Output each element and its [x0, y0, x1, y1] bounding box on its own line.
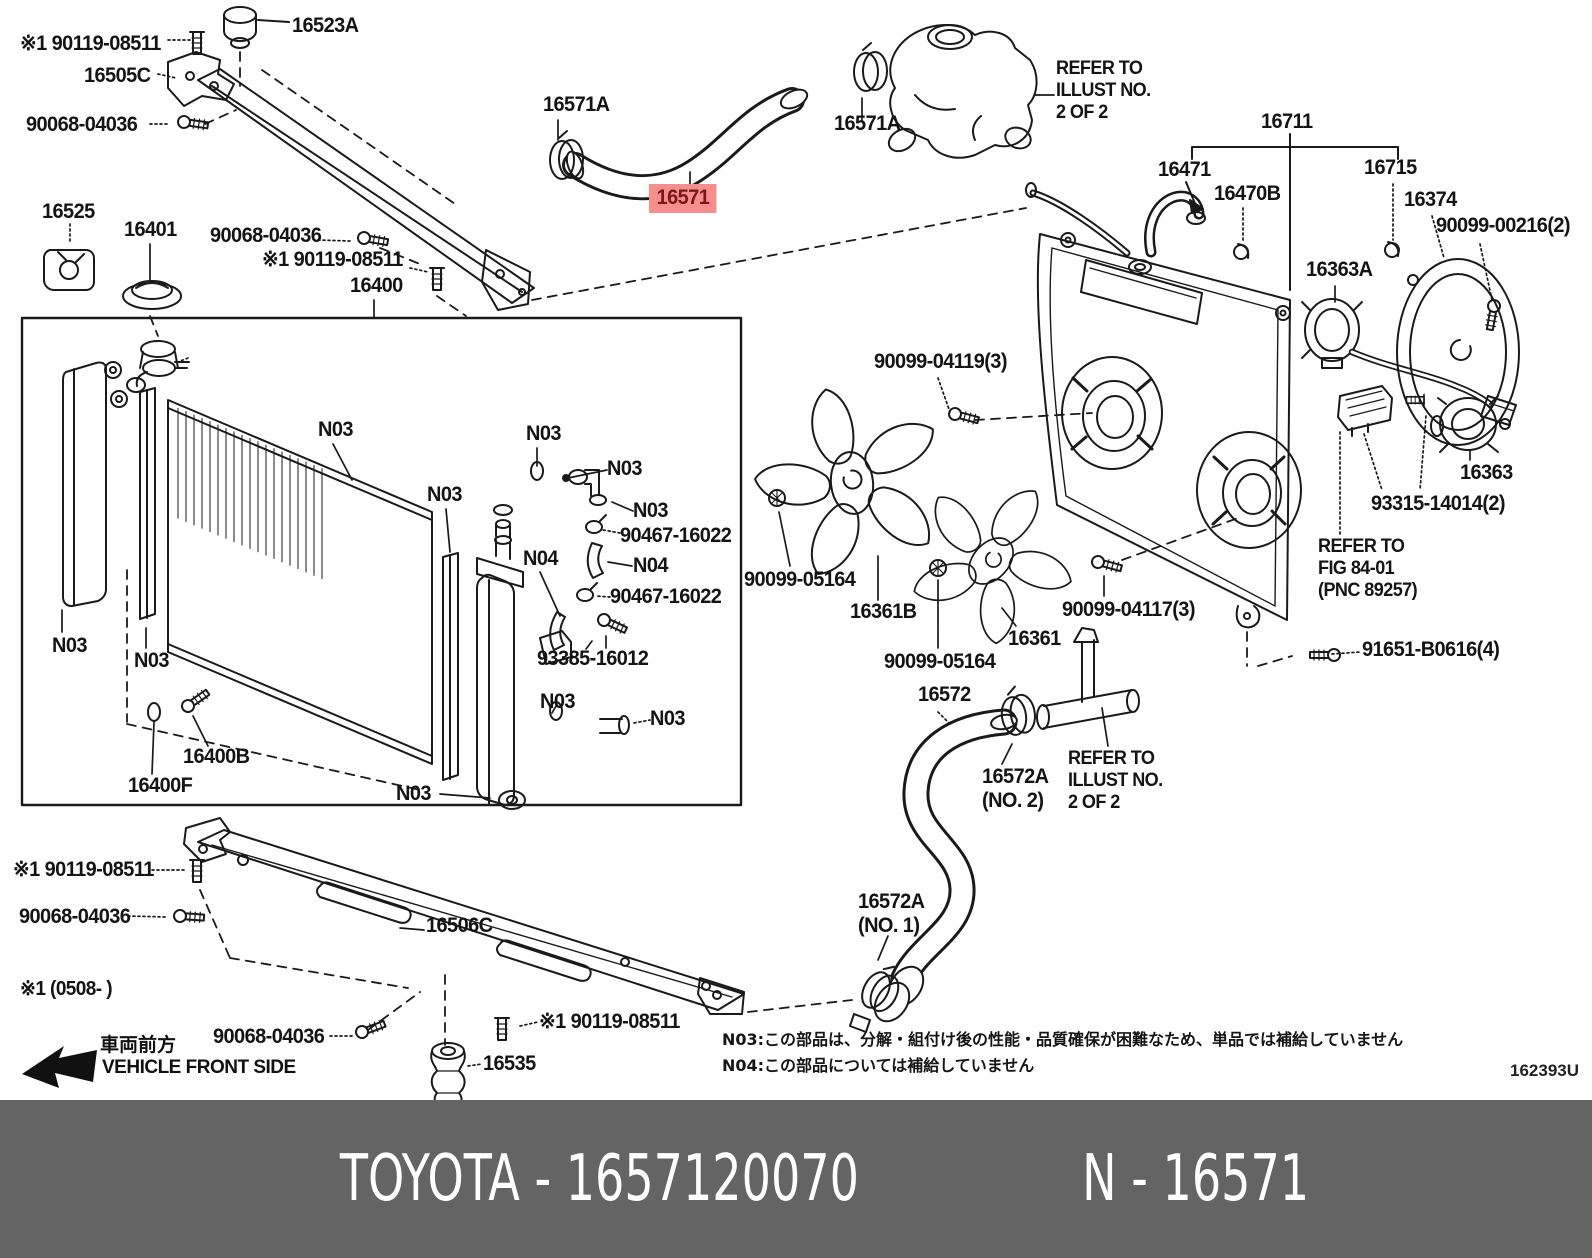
- assembly-dashed-lines: [126, 51, 1293, 1046]
- note-label-refer-mid: REFER TO ILLUST NO. 2 OF 2: [1068, 748, 1163, 814]
- vehicle-front-arrow: [22, 1046, 97, 1088]
- part-label-16374[interactable]: 16374: [1404, 188, 1457, 211]
- note-label-n03-bottom: N03: [396, 782, 431, 805]
- note-label-n03-elbow-b: N03: [633, 499, 668, 522]
- reserve-tank-drawing: [1080, 259, 1203, 325]
- bumper-16535-drawing: [430, 1042, 466, 1100]
- part-label-93385-16012[interactable]: 93385-16012: [537, 647, 649, 670]
- part-label-90099-04117[interactable]: 90099-04117(3): [1062, 598, 1195, 621]
- part-label-90119-08511-a[interactable]: ※1 90119-08511: [20, 32, 161, 55]
- radiator-drawing: [62, 340, 630, 810]
- fan-shroud-drawing: [1025, 133, 1400, 629]
- water-outlet-drawing: [887, 24, 1038, 159]
- part-label-90099-00216[interactable]: 90099-00216(2): [1436, 214, 1571, 237]
- note-label-n03-seal-b: N03: [427, 483, 462, 506]
- part-label-16471[interactable]: 16471: [1158, 158, 1211, 181]
- part-label-16505c[interactable]: 16505C: [84, 64, 151, 87]
- vehicle-front-label-jp: 車両前方: [100, 1034, 177, 1056]
- note-n03: N03:この部品は、分解・組付け後の性能・品質確保が困難なため、単品では補給して…: [722, 1030, 1404, 1049]
- part-label-16571a-right[interactable]: 16571A: [834, 112, 901, 135]
- part-label-90119-08511-d[interactable]: ※1 90119-08511: [539, 1010, 680, 1033]
- footer-reference-number: N - 16571: [1081, 1142, 1309, 1216]
- fan-motors-drawing: [1301, 258, 1520, 453]
- part-label-90068-04036-c[interactable]: 90068-04036: [19, 905, 131, 928]
- upper-hose-drawing: [549, 24, 1038, 201]
- part-label-90119-08511-c[interactable]: ※1 90119-08511: [13, 858, 154, 881]
- part-label-16571a-left[interactable]: 16571A: [543, 93, 610, 116]
- note-label-n03-tank: N03: [52, 634, 87, 657]
- note-label-n03-core: N03: [318, 418, 353, 441]
- part-label-16363[interactable]: 16363: [1460, 461, 1513, 484]
- vehicle-front-label-en: VEHICLE FRONT SIDE: [102, 1057, 296, 1078]
- part-label-93315-14014[interactable]: 93315-14014(2): [1371, 492, 1506, 515]
- note-label-n03-elbow-a: N03: [607, 457, 642, 480]
- part-label-90099-04119[interactable]: 90099-04119(3): [874, 350, 1007, 373]
- note-label-n04-b: N04: [633, 554, 668, 577]
- part-label-16715[interactable]: 16715: [1364, 156, 1417, 179]
- clamp-16525-drawing: [43, 249, 95, 291]
- part-label-90068-04036-d[interactable]: 90068-04036: [213, 1025, 325, 1048]
- footer-banner: TOYOTA - 1657120070 N - 16571: [0, 1100, 1592, 1258]
- note-label-refer-fig: REFER TO FIG 84-01 (PNC 89257): [1318, 536, 1418, 602]
- part-label-90068-04036-b[interactable]: 90068-04036: [210, 224, 322, 247]
- fan-16361b-drawing: [754, 383, 945, 583]
- part-label-16506c[interactable]: 16506C: [426, 914, 493, 937]
- part-label-16572a-2[interactable]: 16572A (NO. 2): [982, 765, 1049, 812]
- cap-16401-drawing: [122, 280, 182, 310]
- part-label-16535[interactable]: 16535: [483, 1052, 536, 1075]
- radiator-assembly-box: [20, 316, 743, 807]
- note-label-n03-spigot: N03: [650, 707, 685, 730]
- part-label-16400b[interactable]: 16400B: [183, 745, 250, 768]
- part-label-16400f[interactable]: 16400F: [128, 774, 193, 797]
- note-label-refer-top: REFER TO ILLUST NO. 2 OF 2: [1056, 58, 1151, 124]
- part-label-16523a[interactable]: 16523A: [292, 14, 359, 37]
- part-label-16572a-1[interactable]: 16572A (NO. 1): [858, 890, 925, 937]
- part-label-91651-b0616[interactable]: 91651-B0616(4): [1362, 638, 1500, 661]
- part-label-16400[interactable]: 16400: [350, 274, 403, 297]
- part-label-90467-16022-b[interactable]: 90467-16022: [610, 585, 722, 608]
- part-label-16525[interactable]: 16525: [42, 200, 95, 223]
- part-label-16401[interactable]: 16401: [124, 218, 177, 241]
- upper-support-drawing: [43, 6, 535, 311]
- note-label-n03-ring-a: N03: [526, 422, 561, 445]
- part-label-90467-16022-a[interactable]: 90467-16022: [620, 524, 732, 547]
- part-label-90119-08511-b[interactable]: ※1 90119-08511: [262, 248, 403, 271]
- note-label-n04-a: N04: [523, 547, 558, 570]
- fan-cover-16374-drawing: [1396, 258, 1520, 446]
- part-label-16572[interactable]: 16572: [918, 683, 971, 706]
- note-label-note-0508: ※1 (0508- ): [20, 978, 113, 1000]
- filler-neck-16431-drawing: [126, 340, 190, 393]
- note-n04: N04:この部品については補給していません: [722, 1056, 1035, 1075]
- motor-16363a-drawing: [1301, 298, 1363, 369]
- part-label-90099-05164-b[interactable]: 90099-05164: [884, 650, 996, 673]
- part-label-16711[interactable]: 16711: [1261, 110, 1313, 133]
- part-label-16361b[interactable]: 16361B: [850, 600, 917, 623]
- lower-support-drawing: [172, 817, 745, 1100]
- part-label-90099-05164-a[interactable]: 90099-05164: [744, 568, 856, 591]
- part-label-16571[interactable]: 16571: [649, 184, 717, 213]
- note-label-n03-seal-a: N03: [134, 649, 169, 672]
- fan-16361-drawing: [908, 479, 1077, 646]
- note-label-n03-ring-b: N03: [540, 690, 575, 713]
- fans-drawing: [754, 383, 1341, 662]
- part-label-90068-04036-a[interactable]: 90068-04036: [26, 113, 138, 136]
- motor-16363-drawing: [1430, 395, 1499, 453]
- leader-lines: [61, 39, 1493, 1067]
- part-label-16363a[interactable]: 16363A: [1306, 258, 1373, 281]
- footer-part-number: TOYOTA - 1657120070: [339, 1142, 859, 1216]
- diagram-code: 162393U: [1510, 1061, 1580, 1080]
- part-label-16361[interactable]: 16361: [1008, 627, 1061, 650]
- part-label-16470b[interactable]: 16470B: [1214, 182, 1281, 205]
- resistor-93315-drawing: [1337, 385, 1393, 437]
- grommet-16523a-drawing: [223, 6, 290, 49]
- lower-hose-drawing: [849, 627, 1140, 1033]
- diagram-drawing: [20, 6, 1520, 1100]
